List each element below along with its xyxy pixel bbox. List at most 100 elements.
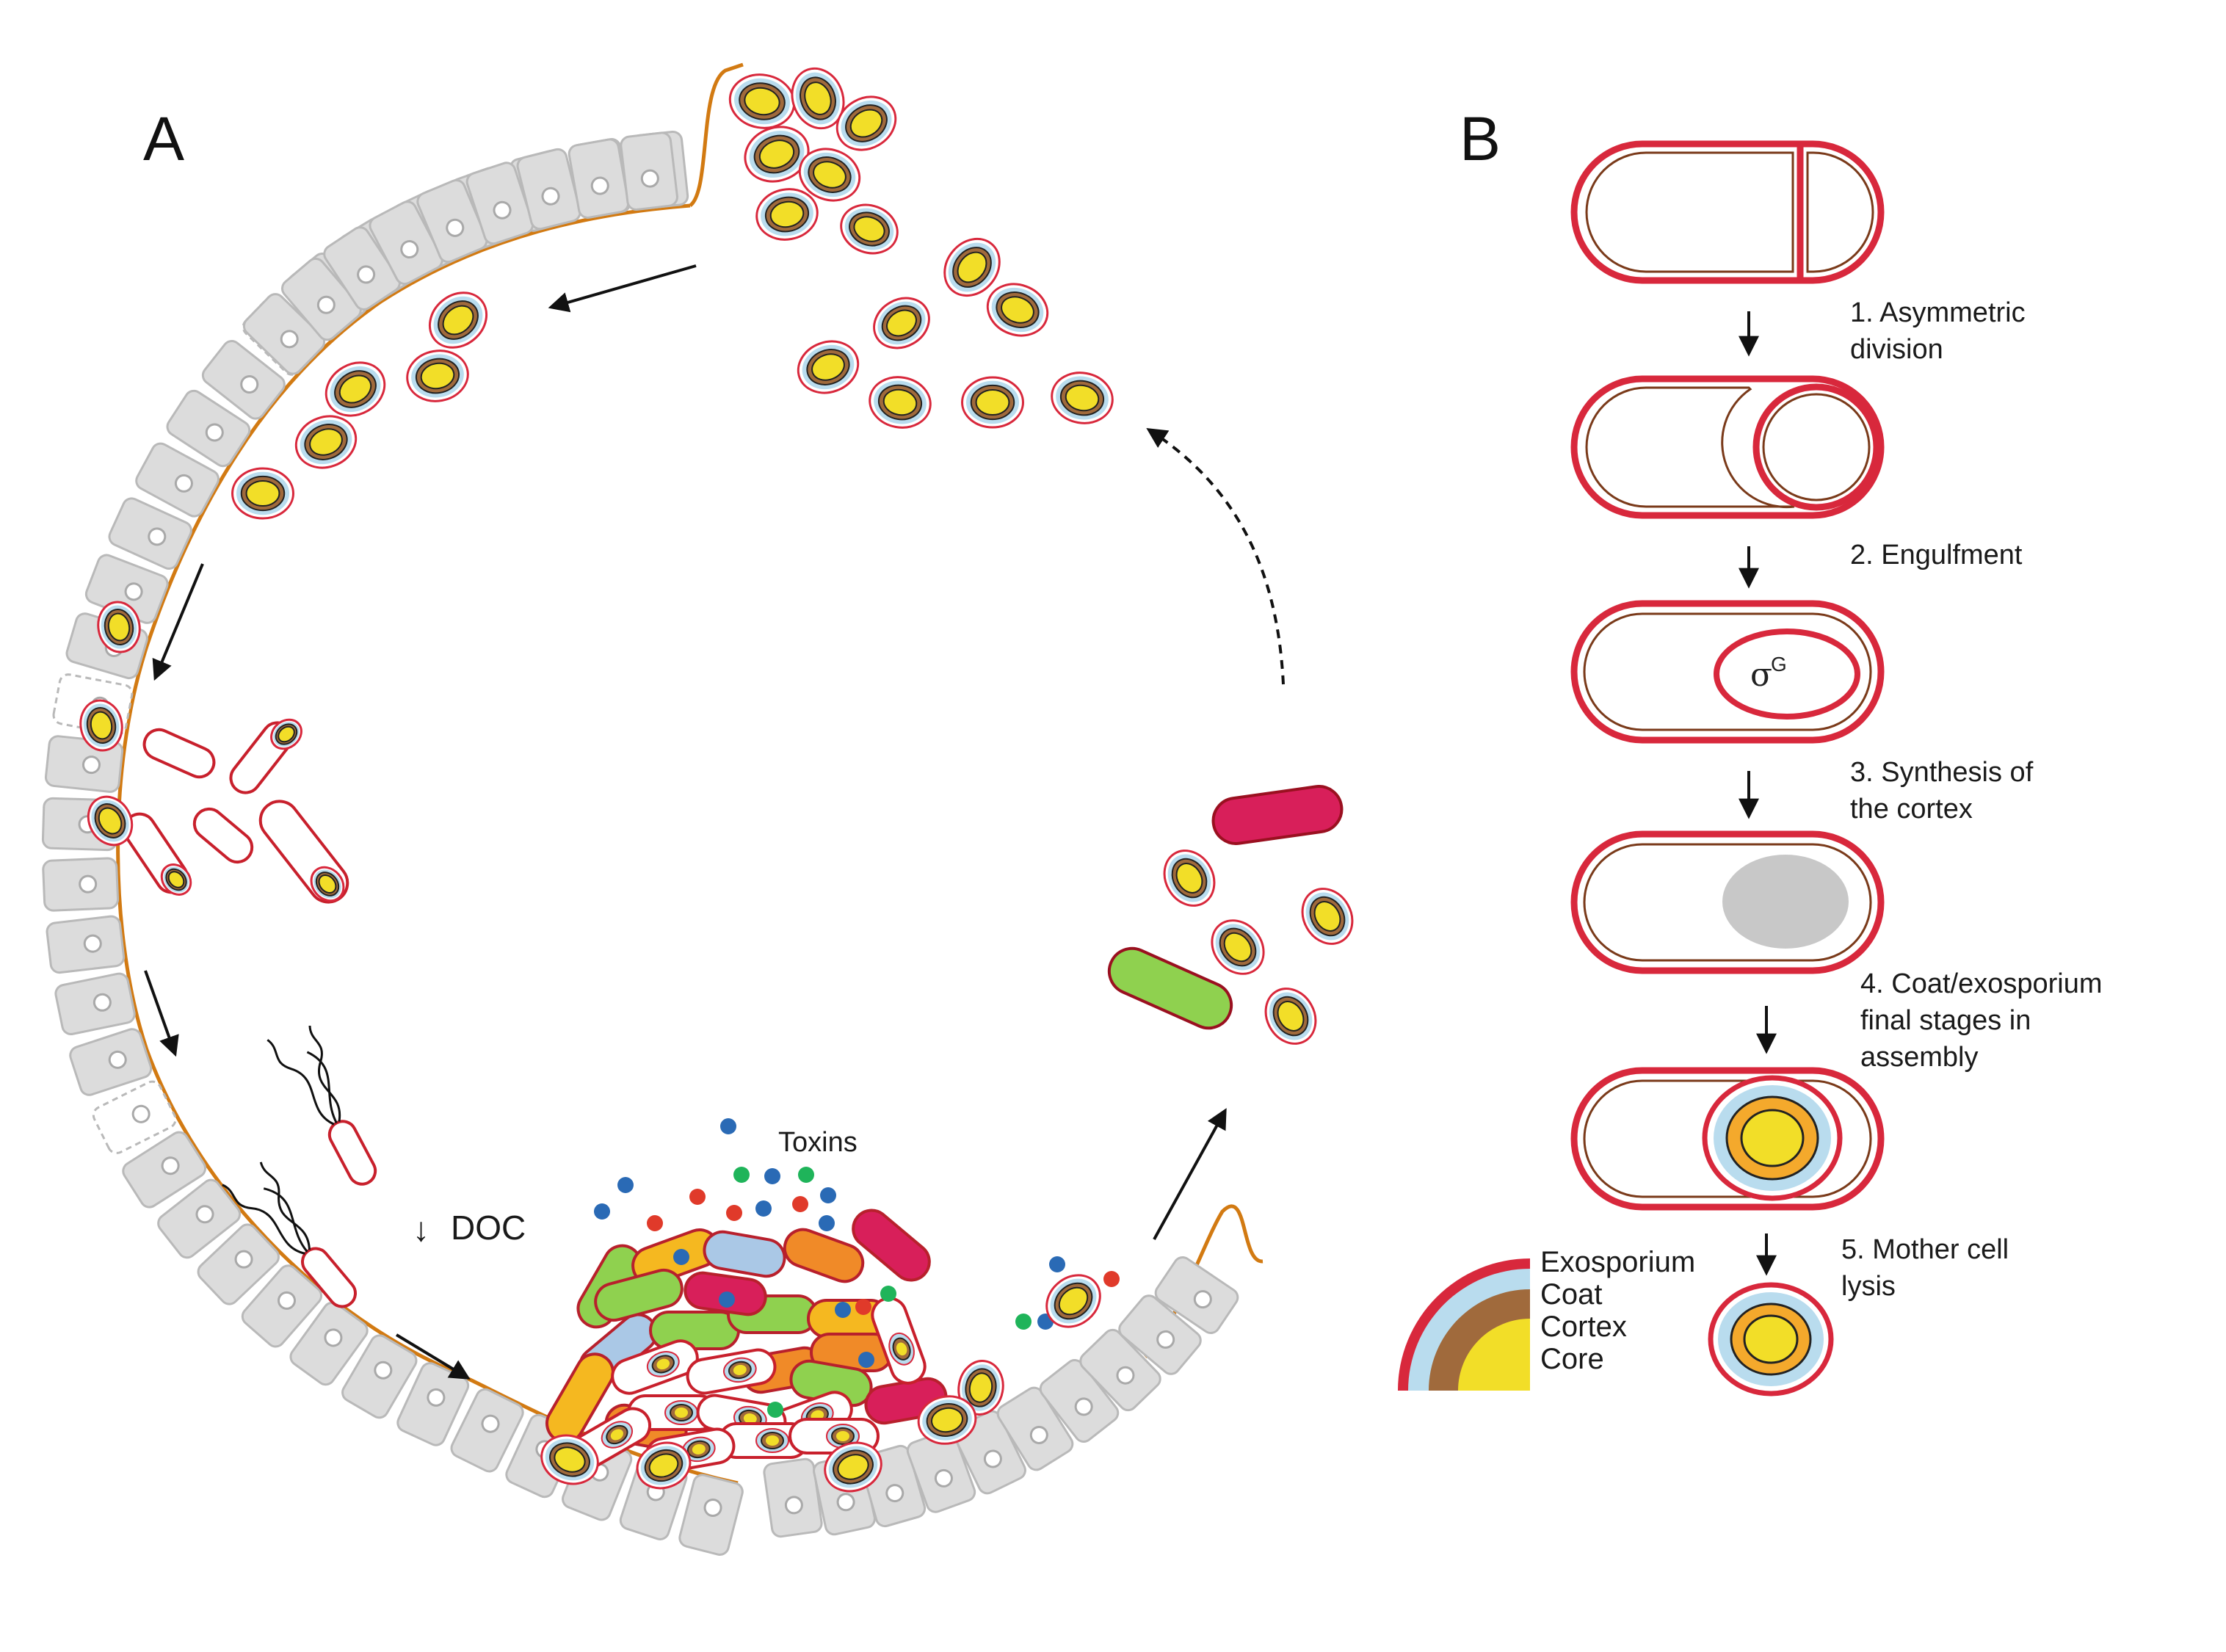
toxin-dot: [720, 1118, 736, 1134]
spore: [869, 376, 932, 429]
spore: [540, 1434, 599, 1485]
spores-group: [79, 67, 1354, 1493]
spore: [797, 340, 860, 394]
spore: [791, 67, 845, 130]
spore: [961, 376, 1024, 429]
spore: [428, 291, 488, 349]
stage-arrows: [1739, 311, 1777, 1276]
epithelial-cell: [1154, 1256, 1239, 1334]
epithelial-cell: [516, 148, 581, 231]
panel-b-letter: B: [1460, 104, 1501, 173]
epithelial-cell: [568, 138, 630, 219]
epithelium-layer: [41, 130, 1239, 1556]
doc-label: DOC: [451, 1209, 526, 1247]
stage-label-line: 1. Asymmetric: [1850, 297, 2026, 328]
flagellated-vegetative-cells: [222, 1025, 377, 1308]
epithelial-cell: [197, 1223, 280, 1305]
epithelial-cell: [341, 1334, 418, 1419]
panel-a: A ↓ DOC Toxins: [41, 62, 1354, 1556]
epithelial-cell: [1118, 1294, 1202, 1375]
spore: [1264, 988, 1317, 1045]
spore-layer-legend: Exosporium Coat Cortex Core: [1398, 1246, 1695, 1391]
epithelial-cell: [46, 915, 126, 974]
epithelial-cell: [201, 340, 286, 420]
toxin-dot: [755, 1200, 772, 1217]
spore: [755, 188, 819, 241]
stage-label-line: 2. Engulfment: [1850, 540, 2023, 570]
cycle-arrow-2: [152, 563, 204, 681]
legend-coat: Coat: [1540, 1278, 1603, 1311]
vegetative-cell-green: [1107, 946, 1233, 1030]
cycle-arrow-6-dashed: [1146, 427, 1285, 685]
epithelial-cell: [108, 497, 192, 570]
spore: [986, 283, 1049, 337]
toxin-dot: [594, 1203, 610, 1220]
toxin-dot: [726, 1205, 742, 1221]
epithelial-cell: [42, 857, 120, 912]
epithelial-cell: [996, 1386, 1074, 1471]
spore: [406, 349, 469, 402]
epithelial-cell: [135, 442, 220, 518]
spore: [744, 126, 810, 183]
biofilm-vegetative-cell: [852, 1209, 931, 1282]
epithelial-cell: [157, 1178, 242, 1259]
biofilm-sporulating-cell: [611, 1339, 699, 1395]
biofilm-vegetative-cell: [649, 1311, 740, 1350]
stage-label-line: assembly: [1860, 1042, 1979, 1073]
toxin-dot: [820, 1187, 836, 1203]
cycle-arrow-5: [1153, 1108, 1227, 1240]
toxin-dot: [689, 1189, 706, 1205]
stage-engulfment-cell: [1570, 375, 1885, 519]
spore: [1163, 849, 1216, 907]
stage-label-line: lysis: [1841, 1271, 1896, 1302]
flagellated-cell: [222, 1162, 357, 1308]
spore: [917, 1395, 977, 1445]
spore: [943, 237, 1001, 297]
toxin-dot: [673, 1249, 689, 1265]
epithelial-cell: [69, 1028, 153, 1096]
epithelial-cell: [122, 1131, 207, 1209]
stage-coat-assembly-cell: [1570, 1067, 1885, 1211]
stage-label-line: the cortex: [1850, 794, 1973, 825]
spore: [728, 73, 796, 129]
flagellated-cell: [267, 1025, 377, 1186]
epithelial-cell: [396, 1362, 470, 1446]
epithelial-cell: [450, 1388, 524, 1473]
mucus-tail-top: [689, 62, 744, 208]
epithelial-cell: [323, 226, 401, 311]
epithelial-cell: [92, 1080, 177, 1154]
spore: [835, 95, 897, 151]
toxin-dot: [733, 1167, 750, 1183]
spore: [270, 718, 302, 750]
spore: [79, 699, 123, 752]
released-spore: [1708, 1282, 1834, 1396]
stage-label-line: final stages in: [1860, 1005, 2031, 1036]
legend-cortex: Cortex: [1540, 1311, 1627, 1343]
panel-a-letter: A: [143, 104, 184, 173]
toxin-dot: [835, 1302, 851, 1318]
germinating-cell: [142, 728, 216, 779]
spore: [1301, 888, 1354, 945]
epithelial-cell: [54, 972, 136, 1035]
cycle-arrow-3: [144, 970, 179, 1057]
biofilm-vegetative-cell: [703, 1230, 786, 1278]
spore: [1211, 919, 1265, 975]
epithelial-cell: [242, 293, 326, 375]
sigma-symbol: σ: [1750, 656, 1772, 694]
toxin-dot: [792, 1196, 808, 1212]
toxin-dot: [647, 1215, 663, 1231]
spore: [97, 601, 141, 653]
toxin-dot: [798, 1167, 814, 1183]
spore: [798, 148, 861, 202]
toxin-dot: [858, 1352, 874, 1368]
biofilm-vegetative-cell: [783, 1228, 865, 1283]
stage-label-line: division: [1850, 334, 1943, 365]
toxin-dot: [1049, 1256, 1065, 1272]
spore: [160, 863, 192, 896]
spore: [873, 297, 930, 349]
spore: [824, 1441, 882, 1493]
stage-label-line: 5. Mother cell: [1841, 1234, 2009, 1265]
biofilm-sporulating-cell: [686, 1348, 777, 1395]
stage-sigma-g-cell: σ G: [1570, 600, 1885, 744]
